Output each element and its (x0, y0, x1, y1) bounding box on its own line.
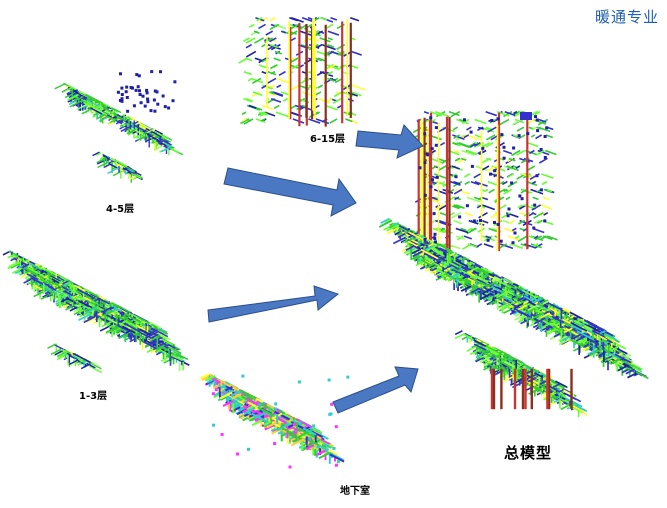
model-total (378, 110, 649, 418)
arrow-from-floors-4-5 (223, 167, 357, 217)
model-floors-4-5 (54, 70, 184, 183)
label-floors-4-5: 4-5层 (106, 204, 135, 215)
arrow-from-floors-1-3 (207, 285, 340, 323)
model-basement (199, 372, 350, 469)
arrow-from-floors-6-15 (355, 124, 424, 159)
model-floors-6-15 (238, 16, 366, 127)
label-floors-1-3: 1-3层 (79, 391, 108, 402)
discipline-heading: 暖通专业 (594, 8, 659, 26)
label-floors-6-15: 6-15层 (310, 134, 346, 145)
model-floors-1-3 (2, 250, 190, 374)
label-total-model: 总模型 (504, 444, 553, 462)
arrow-from-basement (332, 366, 419, 414)
label-basement: 地下室 (340, 486, 370, 497)
